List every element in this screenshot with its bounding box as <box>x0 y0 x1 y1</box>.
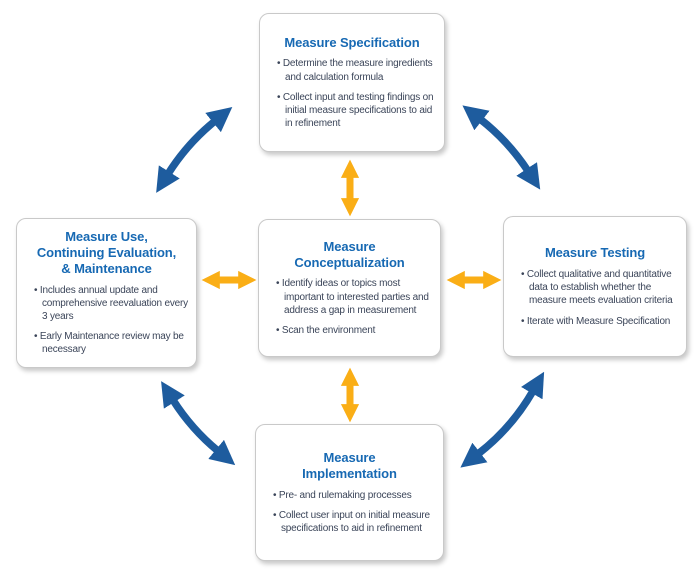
box-title-line: Measure Use, <box>65 229 148 244</box>
box-title-line: Measure <box>323 238 376 254</box>
cycle-arrow-top-left <box>156 106 233 193</box>
box-title-line: Measure <box>323 449 376 465</box>
bullet-item: Pre- and rulemaking processes <box>267 489 436 502</box>
box-title: Measure Use, Continuing Evaluation, & Ma… <box>24 229 189 277</box>
box-title-line: Conceptualization <box>294 254 405 270</box>
box-measure-conceptualization: Measure Conceptualization Identify ideas… <box>258 219 441 357</box>
box-title-line: & Maintenance <box>61 260 152 276</box>
box-title-line: Continuing Evaluation, <box>36 244 177 260</box>
bullet-item: Iterate with Measure Specification <box>515 315 679 328</box>
box-title: Measure Conceptualization <box>266 239 433 271</box>
bullet-item: Collect qualitative and quantitative dat… <box>515 268 679 308</box>
bullet-list: Collect qualitative and quantitative dat… <box>511 268 679 328</box>
box-measure-implementation: Measure Implementation Pre- and rulemaki… <box>255 424 444 561</box>
bullet-list: Determine the measure ingredients and ca… <box>267 57 437 130</box>
cycle-arrow-bottom-right <box>460 371 545 468</box>
bullet-list: Includes annual update and comprehensive… <box>24 284 189 357</box>
bullet-list: Identify ideas or topics most important … <box>266 277 433 337</box>
bullet-item: Collect user input on initial measure sp… <box>267 509 436 535</box>
box-title-line: Measure Testing <box>544 245 646 261</box>
bullet-item: Determine the measure ingredients and ca… <box>271 57 437 83</box>
bullet-list: Pre- and rulemaking processes Collect us… <box>263 489 436 536</box>
box-title: Measure Testing <box>511 245 679 261</box>
box-measure-use-maintenance: Measure Use, Continuing Evaluation, & Ma… <box>16 218 197 368</box>
bullet-item: Early Maintenance review may be necessar… <box>28 330 189 356</box>
bullet-item: Scan the environment <box>270 324 433 337</box>
cycle-arrow-top-right <box>462 105 541 190</box>
box-title-line: Implementation <box>302 465 397 481</box>
bullet-item: Identify ideas or topics most important … <box>270 277 433 317</box>
cycle-arrow-bottom-left <box>161 381 236 466</box>
bullet-item: Includes annual update and comprehensive… <box>28 284 189 324</box>
box-title: Measure Specification <box>267 35 437 51</box>
box-measure-testing: Measure Testing Collect qualitative and … <box>503 216 687 357</box>
bullet-item: Collect input and testing findings on in… <box>271 91 437 131</box>
box-title-line: Measure Specification <box>284 34 420 50</box>
box-title: Measure Implementation <box>263 450 436 482</box>
box-measure-specification: Measure Specification Determine the meas… <box>259 13 445 152</box>
